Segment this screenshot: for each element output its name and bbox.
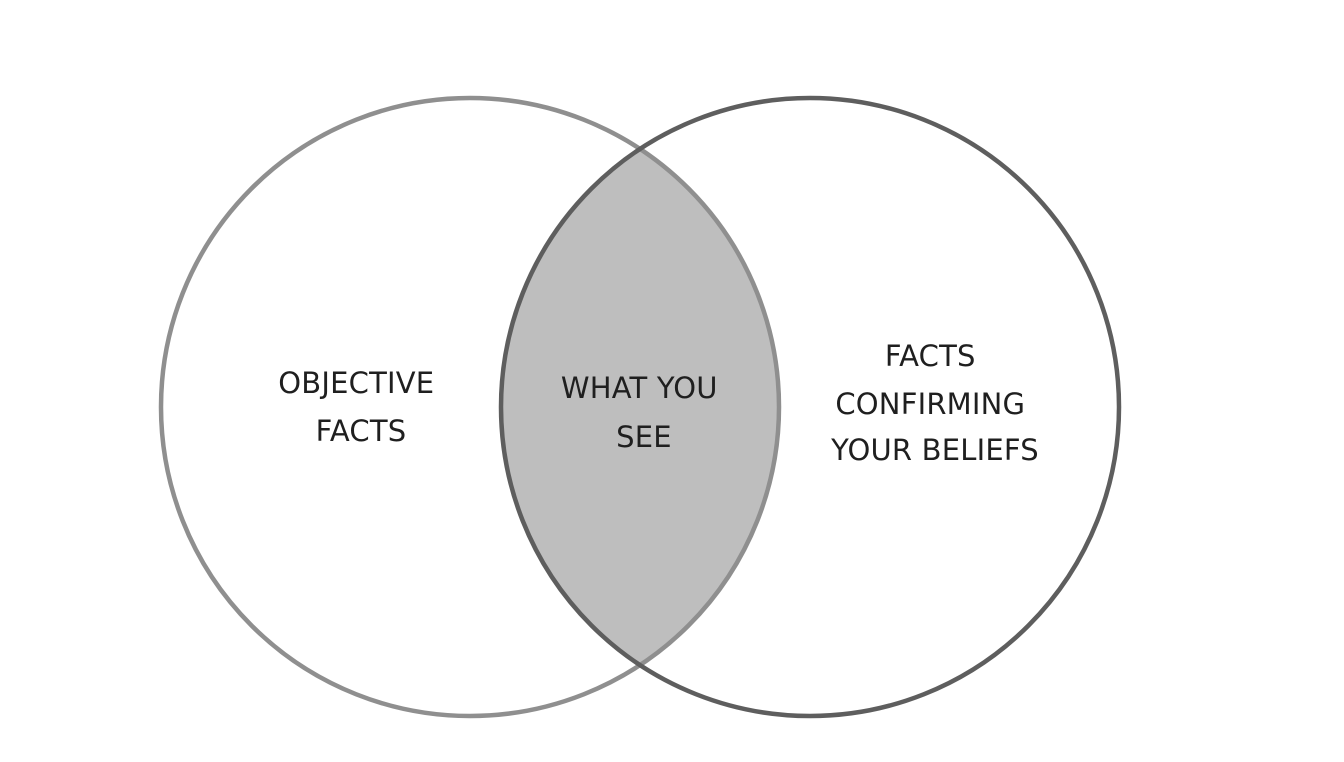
confirming-facts-circle	[498, 95, 1122, 719]
objective-facts-label-line-2: FACTS	[316, 414, 407, 448]
confirming-facts-label-line-2: CONFIRMING	[835, 387, 1025, 421]
confirming-facts-label-line-1: FACTS	[885, 339, 976, 373]
confirming-facts-label-line-3: YOUR BELIEFS	[830, 433, 1039, 467]
intersection-region	[502, 150, 778, 664]
intersection-label-line-1: WHAT YOU	[561, 371, 718, 405]
intersection-label: WHAT YOU SEE	[561, 371, 727, 454]
objective-facts-label-line-1: OBJECTIVE	[278, 366, 434, 400]
confirming-facts-label: FACTS CONFIRMING YOUR BELIEFS	[830, 339, 1039, 467]
objective-facts-circle	[158, 95, 782, 719]
objective-facts-label: OBJECTIVE FACTS	[278, 366, 444, 448]
intersection-label-line-2: SEE	[616, 420, 672, 454]
